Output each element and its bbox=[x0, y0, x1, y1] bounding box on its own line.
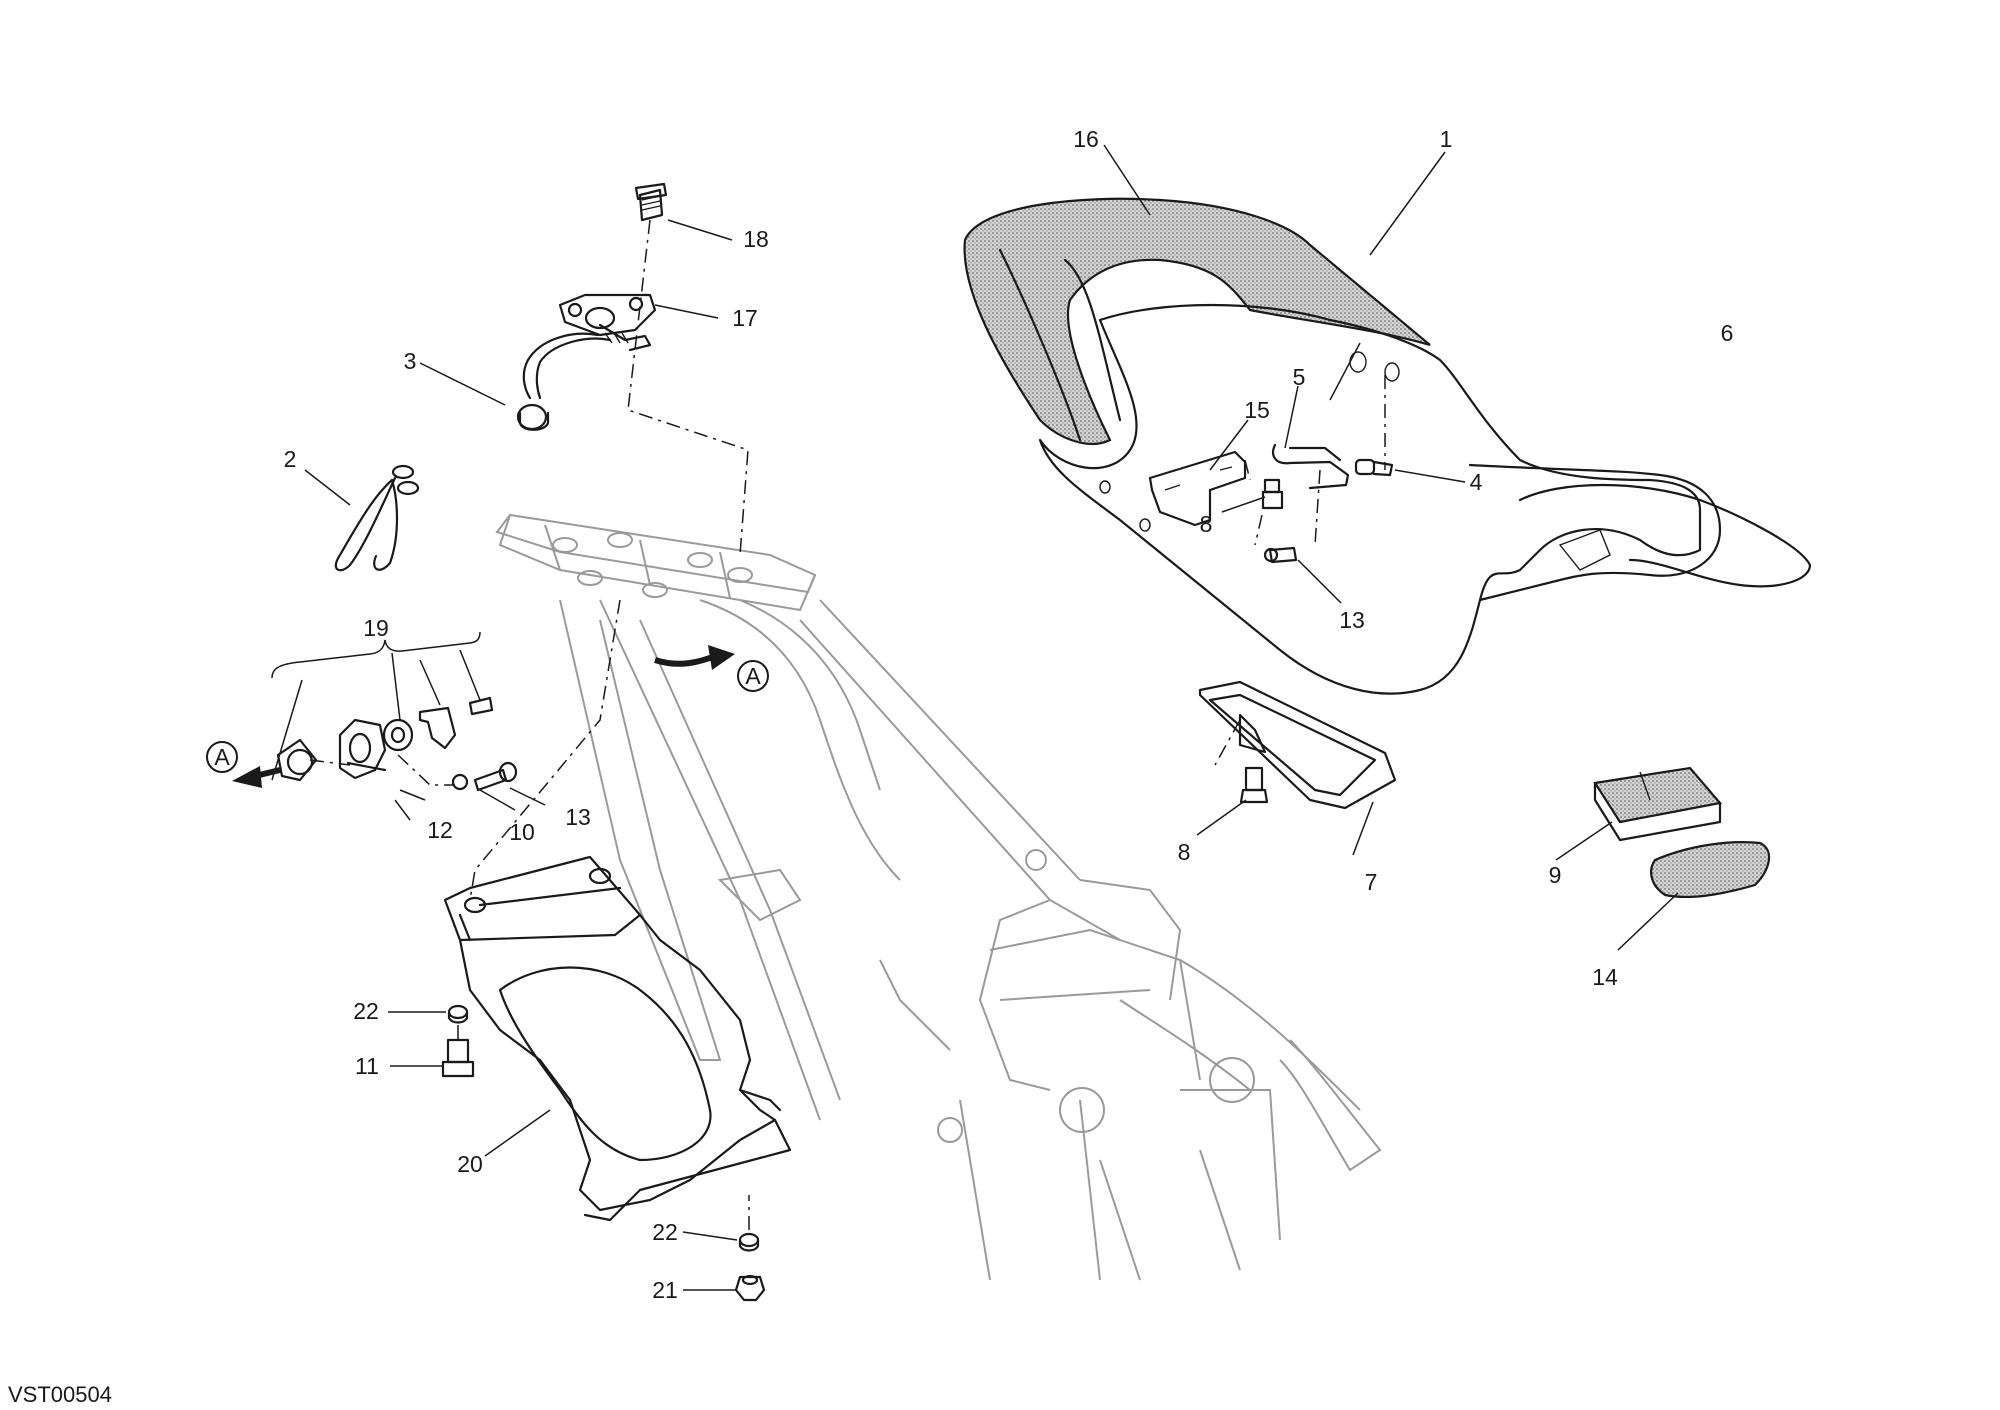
bolt-8-upper bbox=[1261, 478, 1284, 510]
callout-4: 4 bbox=[1470, 469, 1483, 495]
view-label-a-left: A bbox=[214, 744, 230, 770]
drawing-code: VST00504 bbox=[8, 1382, 112, 1407]
view-label-a-right: A bbox=[745, 663, 761, 689]
callout-2: 2 bbox=[284, 446, 297, 472]
bolt-8-lower bbox=[1239, 766, 1269, 804]
rear-subframe bbox=[495, 513, 1382, 1281]
callout-15: 15 bbox=[1244, 397, 1270, 423]
seat-lock-assembly bbox=[276, 696, 494, 782]
callout-18: 18 bbox=[743, 226, 769, 252]
callout-7: 7 bbox=[1365, 869, 1378, 895]
callout-5: 5 bbox=[1293, 364, 1306, 390]
leader-lines bbox=[271, 144, 1679, 1291]
callout-labels: 1 2 3 4 5 6 7 8 8 9 10 11 12 13 13 14 15… bbox=[284, 126, 1734, 1303]
assembly-lines bbox=[309, 219, 1386, 1230]
bolt-13-lower bbox=[473, 761, 518, 792]
bolt-11 bbox=[441, 1038, 475, 1078]
callout-19: 19 bbox=[363, 615, 389, 641]
callout-9: 9 bbox=[1549, 862, 1562, 888]
callout-10: 10 bbox=[509, 819, 535, 845]
callout-22-upper: 22 bbox=[353, 998, 379, 1024]
callout-20: 20 bbox=[457, 1151, 483, 1177]
callout-13-upper: 13 bbox=[1339, 607, 1365, 633]
rear-seat-cowl bbox=[963, 197, 1812, 695]
rear-mudguard-bracket bbox=[443, 855, 792, 1222]
washer-10 bbox=[451, 773, 469, 791]
callout-1: 1 bbox=[1440, 126, 1453, 152]
callout-16: 16 bbox=[1073, 126, 1099, 152]
seat-release-cable bbox=[516, 332, 612, 431]
assembly-brace-19 bbox=[271, 631, 481, 679]
seat-bracket bbox=[1148, 443, 1350, 527]
washer-22-lower bbox=[738, 1232, 760, 1252]
nut-21 bbox=[734, 1274, 766, 1302]
callout-8-lower: 8 bbox=[1178, 839, 1191, 865]
under-seat-tray bbox=[1198, 680, 1397, 810]
callout-11: 11 bbox=[355, 1053, 379, 1079]
view-arrow-left: A bbox=[206, 741, 281, 788]
seat-pad bbox=[1593, 766, 1723, 842]
view-arrow-right: A bbox=[654, 645, 769, 692]
rubber-pad bbox=[1650, 841, 1771, 899]
callout-6: 6 bbox=[1721, 320, 1734, 346]
callout-22-lower: 22 bbox=[652, 1219, 678, 1245]
washer-22-upper bbox=[447, 1004, 469, 1024]
bolt-13-upper bbox=[1263, 546, 1298, 564]
callout-3: 3 bbox=[404, 348, 417, 374]
callout-14: 14 bbox=[1592, 964, 1618, 990]
bolt-4 bbox=[1354, 458, 1394, 477]
callout-13-lower: 13 bbox=[565, 804, 591, 830]
callout-8-upper: 8 bbox=[1200, 511, 1213, 537]
seat-lock-latch bbox=[558, 182, 668, 352]
callout-17: 17 bbox=[732, 305, 758, 331]
helmet-cable bbox=[334, 464, 420, 572]
callout-12: 12 bbox=[427, 817, 453, 843]
callout-21: 21 bbox=[652, 1277, 678, 1303]
